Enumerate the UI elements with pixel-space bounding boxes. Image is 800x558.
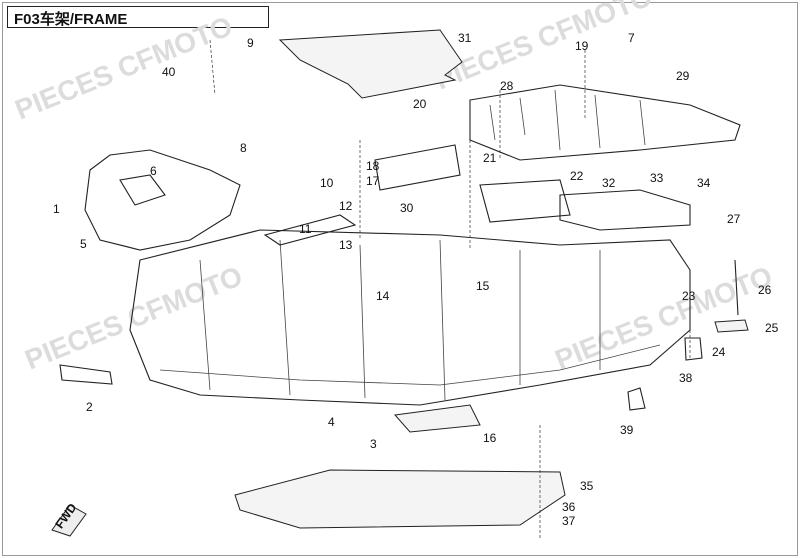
- callout-30: 30: [400, 201, 414, 215]
- callout-3: 3: [370, 437, 377, 451]
- part-5-front-upper-frame: [84, 149, 241, 251]
- callout-12: 12: [339, 199, 353, 213]
- part-26-rod: [734, 259, 739, 316]
- title-box: [7, 6, 269, 28]
- part-16-step-plate: [394, 404, 481, 433]
- callout-39: 39: [620, 423, 634, 437]
- callout-7: 7: [628, 31, 635, 45]
- callout-28: 28: [500, 79, 514, 93]
- part-4-main-frame: [129, 229, 691, 406]
- callout-33: 33: [650, 171, 664, 185]
- part-35-skid-plate: [234, 469, 566, 529]
- part-2-front-bracket: [59, 364, 113, 385]
- diagram-title: F03车架/FRAME: [14, 11, 128, 28]
- watermark-1: PIECES CFMOTO: [11, 10, 237, 125]
- callout-1: 1: [53, 202, 60, 216]
- callout-13: 13: [339, 238, 353, 252]
- callout-23: 23: [682, 289, 696, 303]
- callout-21: 21: [483, 151, 497, 165]
- callout-31: 31: [458, 31, 472, 45]
- callout-6: 6: [150, 164, 157, 178]
- callout-29: 29: [676, 69, 690, 83]
- callout-15: 15: [476, 279, 490, 293]
- part-24-bracket: [684, 337, 703, 361]
- callout-10: 10: [320, 176, 334, 190]
- callout-numbers: 9 40 31 19 7 29 28 20 18 17 21 22 32 33 …: [53, 31, 779, 528]
- callout-18: 18: [366, 159, 380, 173]
- callout-4: 4: [328, 415, 335, 429]
- callout-34: 34: [697, 176, 711, 190]
- part-28-rear-rack-mounts: [489, 89, 646, 151]
- part-29-rear-rack-rail: [469, 84, 741, 161]
- callout-36: 36: [562, 500, 576, 514]
- callout-9: 9: [247, 36, 254, 50]
- callout-27: 27: [727, 212, 741, 226]
- callout-17: 17: [366, 174, 380, 188]
- part-22-plate: [479, 179, 571, 223]
- part-31-top-plate: [278, 29, 463, 99]
- leader-lines: [209, 39, 691, 540]
- callout-32: 32: [602, 176, 616, 190]
- callout-38: 38: [679, 371, 693, 385]
- callout-20: 20: [413, 97, 427, 111]
- callout-19: 19: [575, 39, 589, 53]
- watermark-3: PIECES CFMOTO: [21, 260, 247, 375]
- part-18-seat-bracket: [374, 144, 461, 191]
- part-25-plate: [714, 319, 749, 333]
- callout-22: 22: [570, 169, 584, 183]
- callout-25: 25: [765, 321, 779, 335]
- callout-8: 8: [240, 141, 247, 155]
- callout-2: 2: [86, 400, 93, 414]
- callout-5: 5: [80, 237, 87, 251]
- part-39-bracket: [627, 387, 646, 411]
- main-frame-cross-members: [199, 239, 601, 401]
- watermark-4: PIECES CFMOTO: [551, 260, 777, 375]
- callout-14: 14: [376, 289, 390, 303]
- callout-40: 40: [162, 65, 176, 79]
- callout-37: 37: [562, 514, 576, 528]
- watermark-2: PIECES CFMOTO: [431, 0, 657, 96]
- callout-11: 11: [299, 222, 312, 236]
- part-11-cross-tube: [263, 214, 357, 246]
- fwd-arrow: FWD: [51, 500, 87, 537]
- callout-16: 16: [483, 431, 497, 445]
- callout-26: 26: [758, 283, 772, 297]
- main-frame-lower-rail: [159, 344, 661, 386]
- callout-24: 24: [712, 345, 726, 359]
- part-32-side-rail: [559, 189, 691, 231]
- part-3-front-bracket: [119, 174, 166, 206]
- callout-35: 35: [580, 479, 594, 493]
